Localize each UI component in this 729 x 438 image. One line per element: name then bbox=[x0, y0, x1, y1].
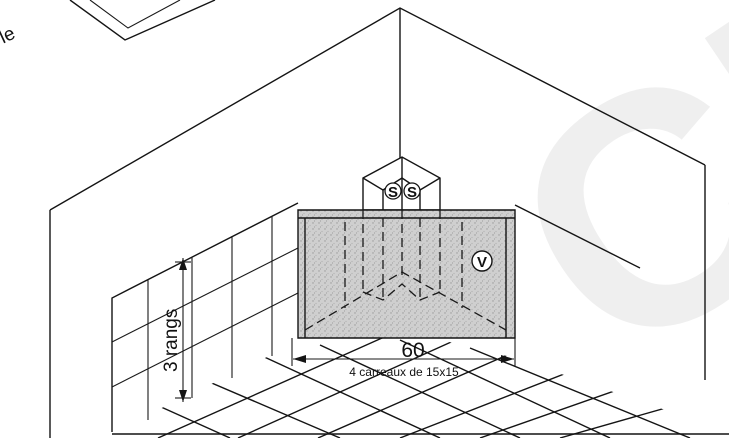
hidden-lines bbox=[304, 210, 507, 331]
valve-label: V bbox=[477, 254, 487, 271]
corner-fragment: le bbox=[0, 0, 216, 48]
supply-left-label: S bbox=[388, 184, 398, 201]
rows-label: 3 rangs bbox=[161, 309, 182, 372]
width-label: 60 bbox=[401, 339, 424, 362]
supply-right-label: S bbox=[407, 184, 417, 201]
valve-marker: V bbox=[471, 250, 493, 272]
width-dimension: 60 4 carreaux de 15x15 bbox=[291, 338, 516, 379]
corner-fragment-label: le bbox=[0, 23, 19, 48]
supply-pipes: S S bbox=[362, 156, 441, 211]
tiles-label: 4 carreaux de 15x15 bbox=[349, 365, 459, 379]
wall-tiles: 3 rangs bbox=[111, 202, 299, 432]
wall-outline bbox=[49, 7, 706, 438]
